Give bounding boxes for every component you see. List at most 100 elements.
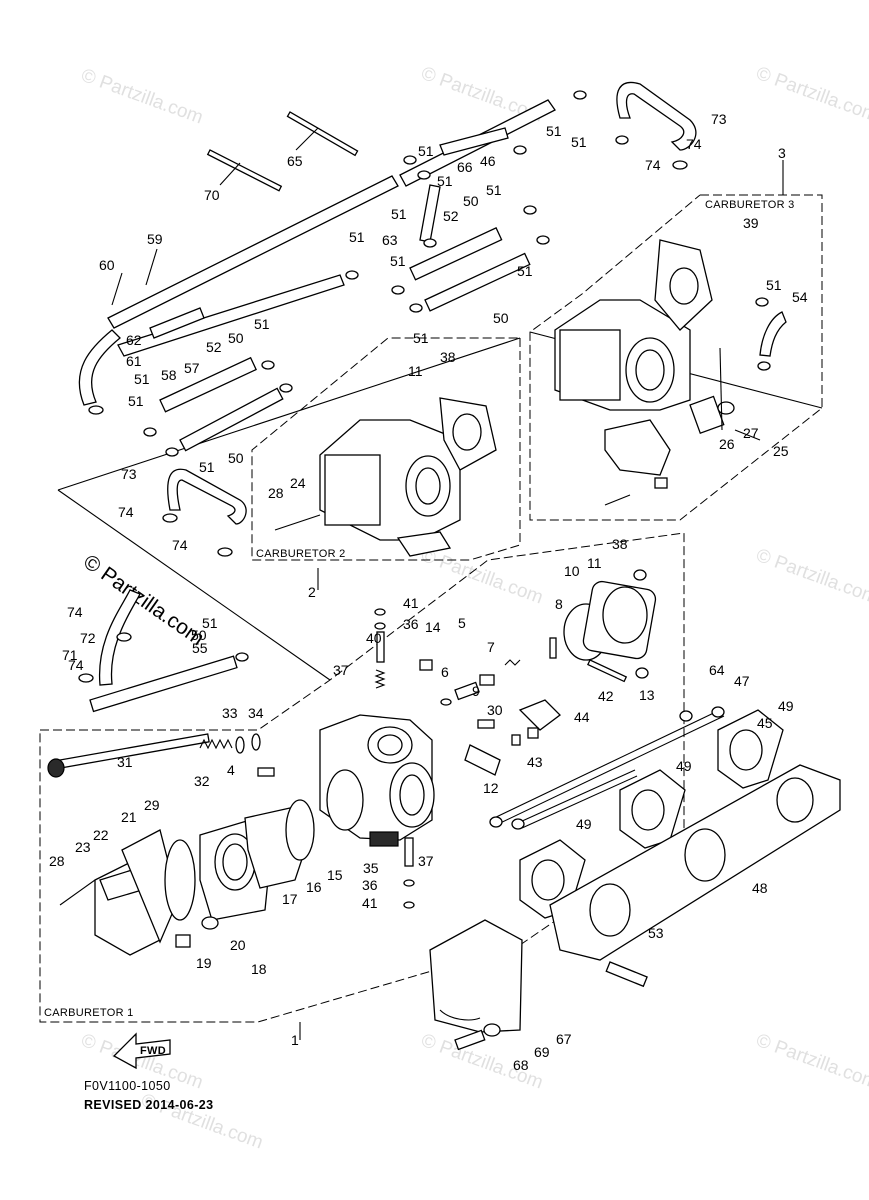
- callout-22: 22: [93, 827, 109, 843]
- carburetor-1-body: [47, 569, 657, 956]
- callout-45: 45: [757, 715, 773, 731]
- callout-7: 7: [487, 639, 495, 655]
- callout-6: 6: [441, 664, 449, 680]
- callout-24: 24: [290, 475, 306, 491]
- callout-66: 66: [457, 159, 473, 175]
- watermark-dark: © Partzilla.com: [79, 550, 208, 650]
- callout-28: 28: [268, 485, 284, 501]
- callout-15: 15: [327, 867, 343, 883]
- callout-17: 17: [282, 891, 298, 907]
- watermark: © Partzilla.com: [78, 65, 205, 129]
- callout-72: 72: [80, 630, 96, 646]
- leader-lines: [111, 127, 784, 1040]
- callout-35: 35: [363, 860, 379, 876]
- callout-60: 60: [99, 257, 115, 273]
- callout-36: 36: [403, 616, 419, 632]
- callout-11: 11: [408, 363, 423, 379]
- callout-38: 38: [612, 536, 628, 552]
- callout-62: 62: [126, 332, 142, 348]
- callout-51: 51: [390, 253, 406, 269]
- callout-9: 9: [472, 683, 480, 699]
- callout-1: 1: [291, 1032, 299, 1048]
- callout-11: 11: [587, 555, 602, 571]
- callout-63: 63: [382, 232, 398, 248]
- callout-49: 49: [576, 816, 592, 832]
- callout-51: 51: [486, 182, 502, 198]
- callout-27: 27: [743, 425, 759, 441]
- callout-67: 67: [556, 1031, 572, 1047]
- callout-59: 59: [147, 231, 163, 247]
- callout-37: 37: [418, 853, 434, 869]
- callout-74: 74: [686, 136, 702, 152]
- bracket: [429, 919, 523, 1051]
- callout-51: 51: [254, 316, 270, 332]
- callout-14: 14: [425, 619, 441, 635]
- callout-19: 19: [196, 955, 212, 971]
- callout-50: 50: [228, 330, 244, 346]
- callout-51: 51: [134, 371, 150, 387]
- callout-74: 74: [68, 657, 84, 673]
- callout-10: 10: [564, 563, 580, 579]
- callout-51: 51: [128, 393, 144, 409]
- group-label-carb3: CARBURETOR 3: [705, 199, 795, 211]
- callout-50: 50: [463, 193, 479, 209]
- callout-25: 25: [773, 443, 789, 459]
- callout-30: 30: [487, 702, 503, 718]
- callout-48: 48: [752, 880, 768, 896]
- watermark: © Partzilla.com: [753, 1030, 869, 1094]
- callout-51: 51: [413, 330, 429, 346]
- callout-26: 26: [719, 436, 735, 452]
- callout-51: 51: [349, 229, 365, 245]
- callout-38: 38: [440, 349, 456, 365]
- callout-68: 68: [513, 1057, 529, 1073]
- watermark: © Partzilla.com: [753, 63, 869, 127]
- drawing-number: F0V1100-1050: [84, 1079, 171, 1093]
- callout-70: 70: [204, 187, 220, 203]
- callout-51: 51: [391, 206, 407, 222]
- callout-51: 51: [766, 277, 782, 293]
- callout-65: 65: [287, 153, 303, 169]
- callout-28: 28: [49, 853, 65, 869]
- fwd-arrow: FWD: [112, 1032, 171, 1070]
- intake-manifold: [519, 709, 841, 988]
- callout-64: 64: [709, 662, 725, 678]
- callout-41: 41: [403, 595, 419, 611]
- group-boxes: CARBURETOR 3 CARBURETOR 2 CARBURETOR 1: [39, 194, 823, 1023]
- callout-69: 69: [534, 1044, 550, 1060]
- callout-44: 44: [574, 709, 590, 725]
- callout-20: 20: [230, 937, 246, 953]
- callout-50: 50: [228, 450, 244, 466]
- callout-71: 71: [62, 647, 78, 663]
- callout-51: 51: [199, 459, 215, 475]
- callout-4: 4: [227, 762, 235, 778]
- callout-37: 37: [333, 662, 349, 678]
- callout-52: 52: [443, 208, 459, 224]
- callout-74: 74: [67, 604, 83, 620]
- callout-46: 46: [480, 153, 496, 169]
- callout-42: 42: [598, 688, 614, 704]
- callout-8: 8: [555, 596, 563, 612]
- hose-assembly: [78, 81, 787, 713]
- callout-2: 2: [308, 584, 316, 600]
- callout-54: 54: [792, 289, 808, 305]
- callout-61: 61: [126, 353, 142, 369]
- callout-74: 74: [172, 537, 188, 553]
- callout-29: 29: [144, 797, 160, 813]
- callout-33: 33: [222, 705, 238, 721]
- callout-49: 49: [676, 758, 692, 774]
- fwd-label: FWD: [140, 1045, 166, 1057]
- callout-51: 51: [546, 123, 562, 139]
- callout-58: 58: [161, 367, 177, 383]
- callout-50: 50: [493, 310, 509, 326]
- watermark: © Partzilla.com: [753, 545, 869, 609]
- callout-51: 51: [437, 173, 453, 189]
- callout-34: 34: [248, 705, 264, 721]
- callout-51: 51: [571, 134, 587, 150]
- callout-51: 51: [418, 143, 434, 159]
- callout-40: 40: [366, 630, 382, 646]
- callout-16: 16: [306, 879, 322, 895]
- callout-13: 13: [639, 687, 655, 703]
- revision-date: REVISED 2014-06-23: [84, 1098, 214, 1112]
- callout-53: 53: [648, 925, 664, 941]
- callout-41: 41: [362, 895, 378, 911]
